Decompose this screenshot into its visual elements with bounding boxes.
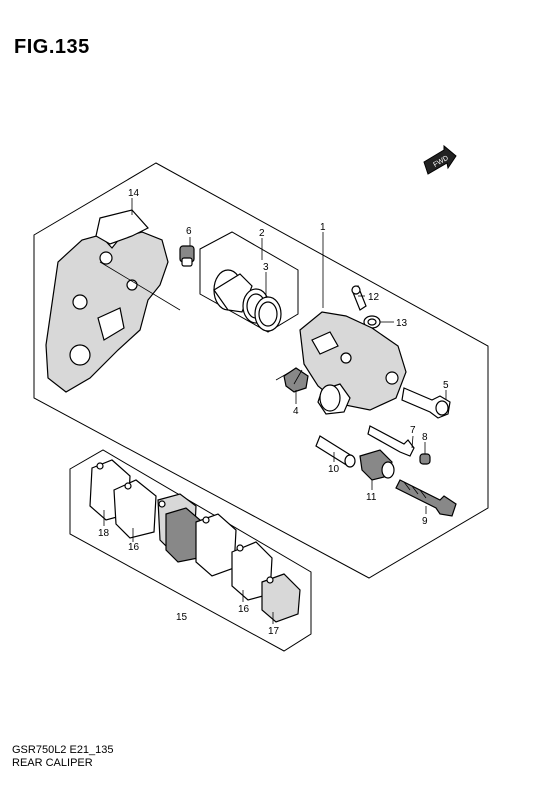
callout-16-inner: 16 xyxy=(128,542,140,553)
caliper-assembly-frame xyxy=(33,162,489,579)
callout-5: 5 xyxy=(443,380,449,391)
pad-set-frame xyxy=(69,449,312,652)
callout-1: 1 xyxy=(320,222,326,233)
brake-pad-16-inner xyxy=(113,479,157,539)
piston-and-seals xyxy=(213,269,282,332)
callout-11: 11 xyxy=(366,492,377,503)
callout-9: 9 xyxy=(422,516,428,527)
leader-lines xyxy=(103,198,447,624)
pad-shim-dark xyxy=(165,507,201,563)
callout-13: 13 xyxy=(396,318,408,329)
piston-group-frame xyxy=(199,231,299,333)
pad-spring xyxy=(275,367,309,393)
callout-16-outer: 16 xyxy=(238,604,250,615)
callout-17: 17 xyxy=(268,626,280,637)
callout-3: 3 xyxy=(263,262,269,273)
callout-7: 7 xyxy=(410,425,416,436)
bolt-5 xyxy=(401,387,451,419)
boot-6 xyxy=(179,245,195,267)
callout-12: 12 xyxy=(368,292,380,303)
callout-15: 15 xyxy=(176,612,188,623)
fwd-arrow-icon: FWD xyxy=(423,144,457,175)
pin-7 xyxy=(367,425,415,457)
callout-4: 4 xyxy=(293,406,299,417)
callout-6: 6 xyxy=(186,226,192,237)
sleeve-10 xyxy=(315,435,356,468)
callout-18: 18 xyxy=(98,528,110,539)
bleeder-valve xyxy=(351,285,367,311)
diagram-name: REAR CALIPER xyxy=(12,757,93,769)
callout-10: 10 xyxy=(328,464,340,475)
callout-14: 14 xyxy=(128,188,140,199)
brake-pad-16-outer-a xyxy=(195,513,237,577)
figure-title: FIG.135 xyxy=(14,36,90,58)
pad-shim-17 xyxy=(261,573,301,623)
bolt-9 xyxy=(395,479,457,517)
caliper-body xyxy=(299,311,407,415)
caliper-bracket xyxy=(45,209,181,393)
callout-2: 2 xyxy=(259,228,265,239)
callout-8: 8 xyxy=(422,432,428,443)
model-code: GSR750L2 E21_135 xyxy=(12,744,114,756)
plug-8 xyxy=(419,453,431,465)
boot-11 xyxy=(359,449,395,481)
